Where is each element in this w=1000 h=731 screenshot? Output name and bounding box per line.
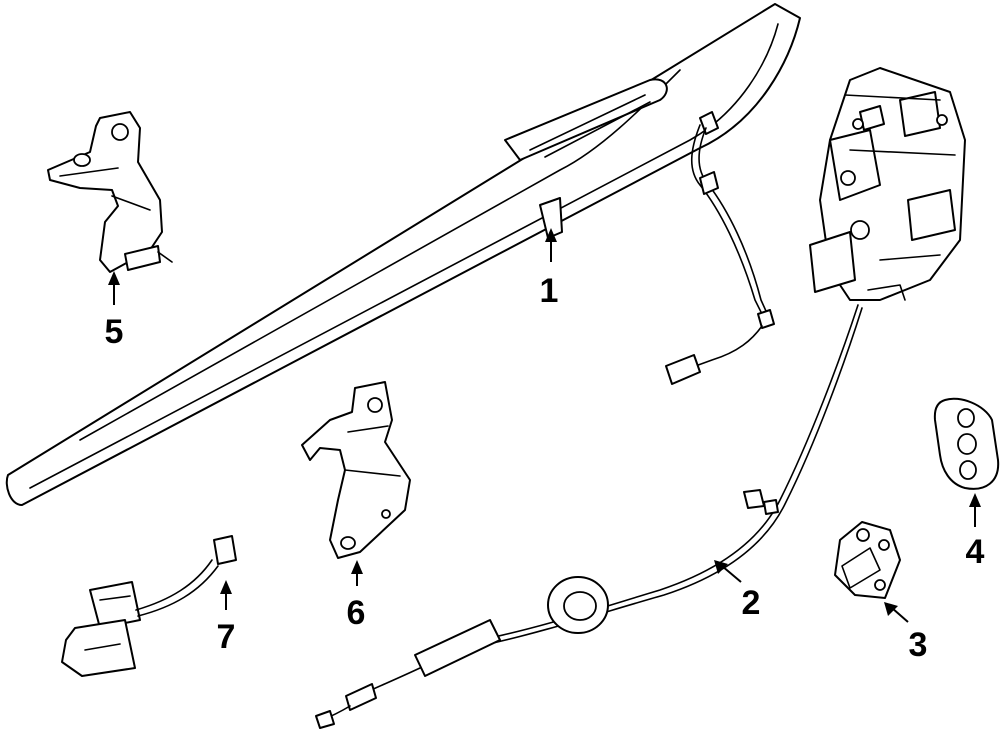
part-6-bracket [301, 381, 411, 559]
callout-5: 5 [105, 313, 124, 351]
callout-3: 3 [909, 626, 928, 664]
part-4-shim [933, 397, 1000, 490]
harness-wire [665, 124, 775, 385]
arrow-6 [351, 560, 363, 586]
callout-4: 4 [966, 533, 985, 571]
door-latch-assembly [809, 67, 966, 301]
arrow-7 [220, 580, 232, 610]
callout-6: 6 [347, 594, 366, 632]
part-1-outside-handle [5, 3, 801, 506]
arrow-4 [969, 493, 981, 527]
callout-2: 2 [742, 584, 761, 622]
part-3-striker [834, 521, 901, 599]
arrow-2 [714, 560, 742, 583]
part-2-cable [315, 304, 863, 729]
callout-7: 7 [217, 618, 236, 656]
arrow-1 [545, 228, 557, 262]
part-7-connector [61, 535, 237, 677]
callout-1: 1 [540, 272, 559, 310]
part-5-bracket [47, 111, 173, 273]
arrow-3 [884, 602, 909, 623]
arrow-5 [108, 271, 120, 305]
